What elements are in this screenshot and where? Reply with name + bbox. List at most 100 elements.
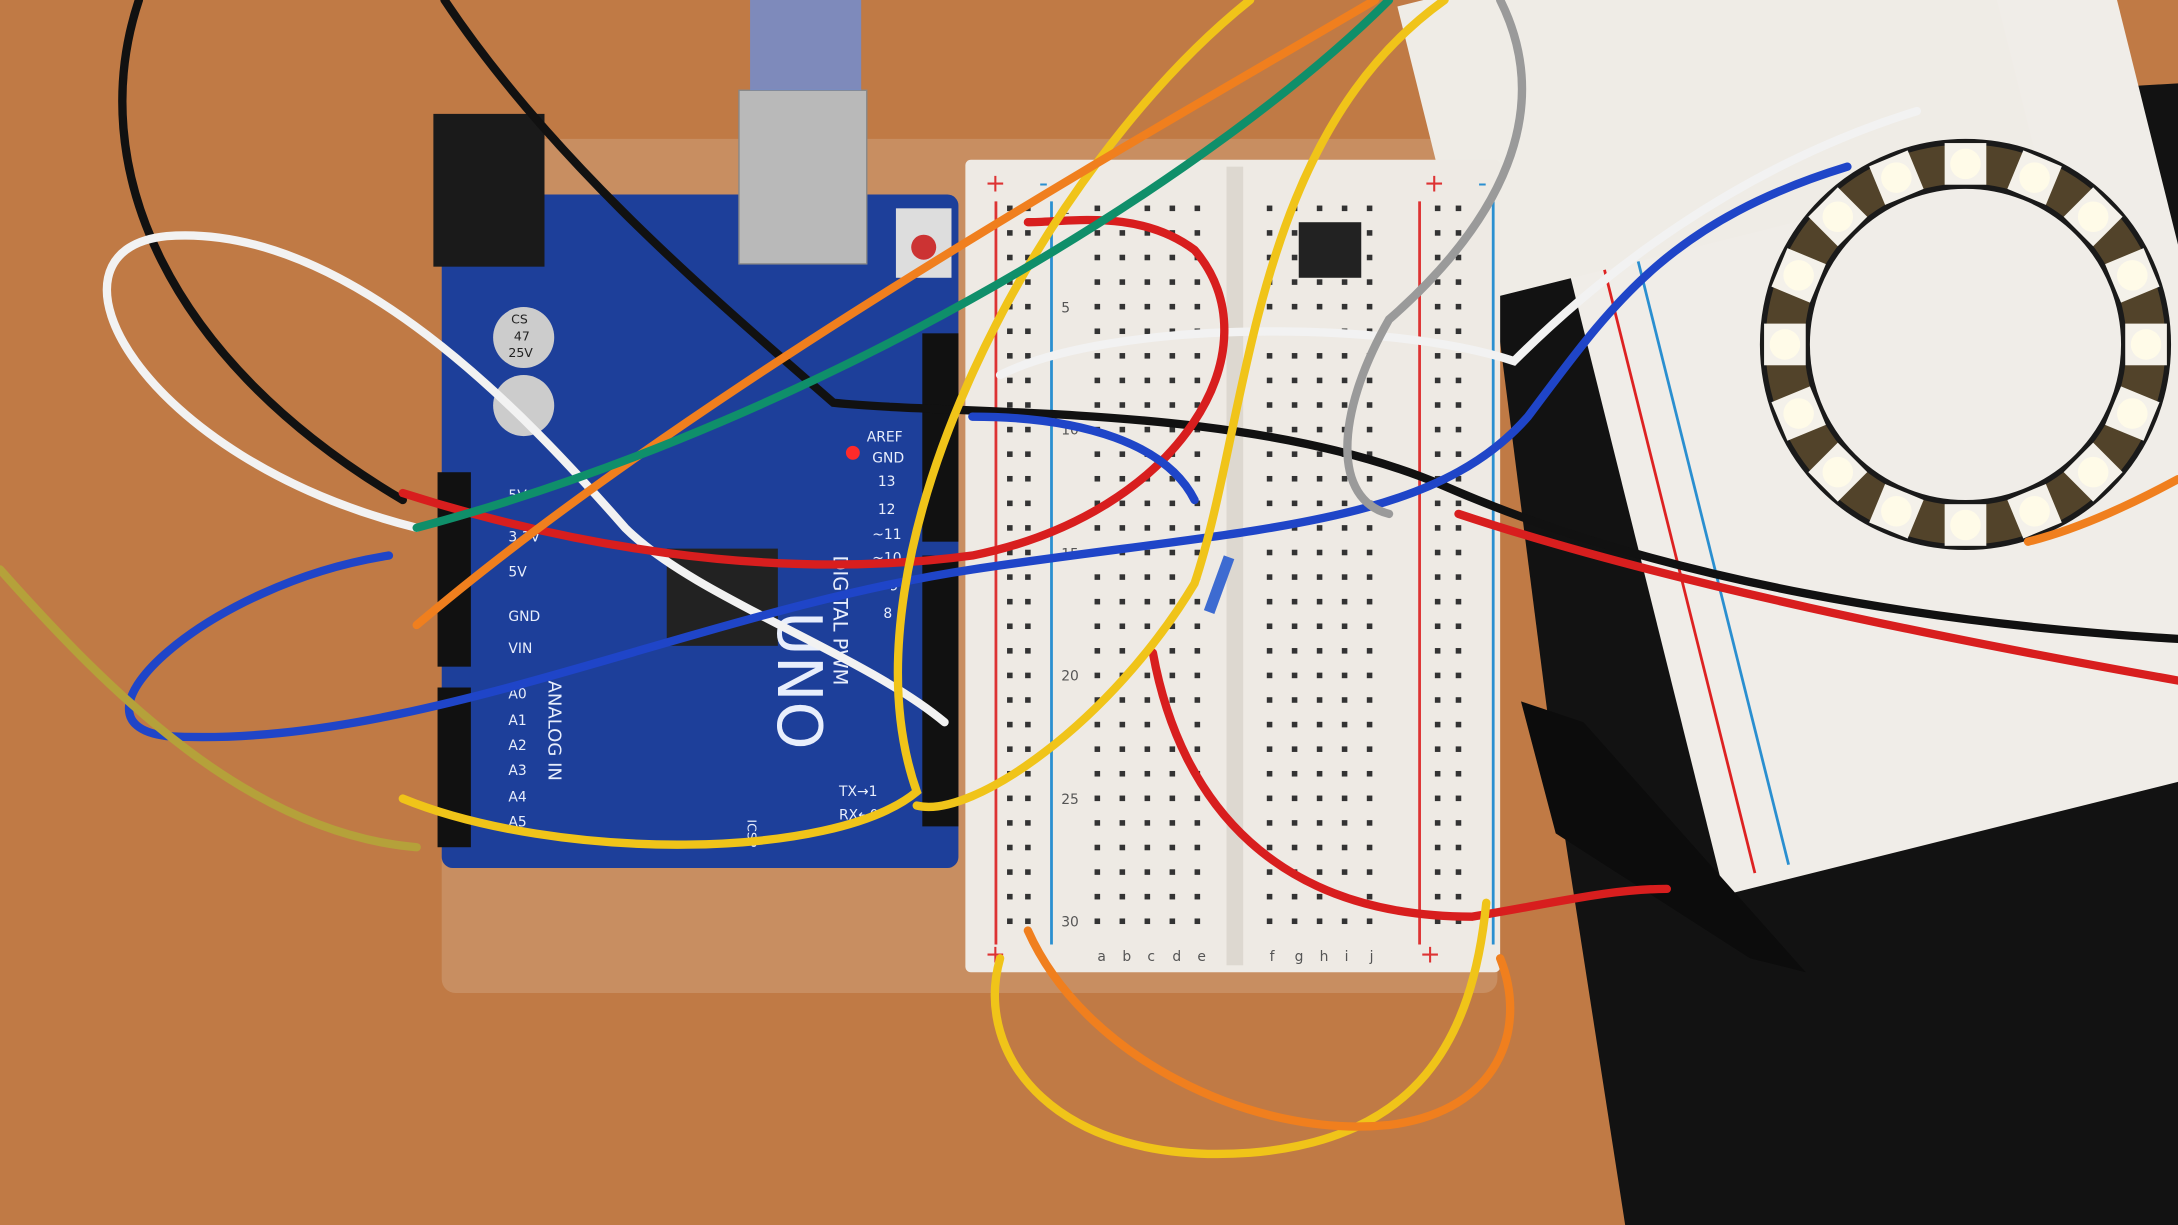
breadboard-hole xyxy=(1169,746,1176,752)
pin-label: GND xyxy=(872,451,904,467)
breadboard-hole xyxy=(1455,205,1462,212)
digital-header-top xyxy=(922,333,959,542)
jumper-wires xyxy=(0,0,2178,1159)
breadboard-hole xyxy=(1094,820,1101,826)
breadboard-hole xyxy=(1094,230,1101,236)
breadboard-hole xyxy=(1291,697,1298,703)
breadboard-hole xyxy=(1144,328,1151,335)
breadboard-hole xyxy=(1266,672,1273,679)
breadboard-hole xyxy=(1007,574,1013,580)
breadboard-hole xyxy=(1455,549,1462,556)
pin-label: GND xyxy=(508,609,540,625)
led-glow xyxy=(1822,201,1854,233)
breadboard-hole xyxy=(1341,353,1348,359)
breadboard-hole xyxy=(1119,721,1126,728)
breadboard-hole xyxy=(1341,500,1348,507)
breadboard-hole xyxy=(1194,697,1201,703)
breadboard-hole xyxy=(1094,623,1101,630)
breadboard-hole xyxy=(1341,574,1348,580)
breadboard-hole xyxy=(1007,795,1013,802)
breadboard-hole xyxy=(1119,844,1126,851)
breadboard-hole xyxy=(1094,377,1101,384)
breadboard-hole xyxy=(1194,451,1201,457)
breadboard-hole xyxy=(1094,795,1101,802)
breadboard-hole xyxy=(1366,893,1373,900)
breadboard-hole xyxy=(1266,869,1273,875)
breadboard-hole xyxy=(1316,770,1323,777)
breadboard-hole xyxy=(1266,844,1273,851)
breadboard-hole xyxy=(1094,672,1101,679)
breadboard-hole xyxy=(1434,279,1441,285)
breadboard-hole xyxy=(1455,475,1462,482)
capacitor-label: 47 xyxy=(514,328,530,343)
breadboard-hole xyxy=(1094,303,1101,310)
breadboard-hole xyxy=(1119,254,1126,261)
breadboard-hole xyxy=(1169,770,1176,777)
breadboard-hole xyxy=(1144,672,1151,679)
breadboard-hole xyxy=(1025,598,1031,605)
breadboard-hole xyxy=(1455,279,1462,285)
pin-label: A2 xyxy=(508,738,526,754)
power-led xyxy=(845,445,860,460)
pin-label: AREF xyxy=(867,430,903,446)
breadboard-hole xyxy=(1366,598,1373,605)
breadboard-hole xyxy=(1316,500,1323,507)
digital-header-bottom xyxy=(922,555,959,827)
breadboard-hole xyxy=(1316,869,1323,875)
column-letter: e xyxy=(1197,949,1206,965)
breadboard-hole xyxy=(1366,279,1373,285)
breadboard-hole xyxy=(1316,402,1323,408)
breadboard-hole xyxy=(1434,574,1441,580)
breadboard-hole xyxy=(1007,377,1013,384)
breadboard-hole xyxy=(1434,648,1441,654)
breadboard-hole xyxy=(1341,205,1348,212)
breadboard-hole xyxy=(1366,672,1373,679)
usb-cable xyxy=(750,0,862,91)
breadboard-hole xyxy=(1341,697,1348,703)
breadboard-hole xyxy=(1194,893,1201,900)
breadboard-hole xyxy=(1291,746,1298,752)
led-glow xyxy=(2019,162,2050,193)
breadboard-hole xyxy=(1025,820,1031,826)
breadboard-hole xyxy=(1455,254,1462,261)
breadboard-hole xyxy=(1266,377,1273,384)
breadboard-hole xyxy=(1266,475,1273,482)
breadboard-hole xyxy=(1194,844,1201,851)
led-glow xyxy=(1881,495,1912,527)
breadboard-hole xyxy=(1169,574,1176,580)
breadboard-hole xyxy=(1119,402,1126,408)
breadboard-hole xyxy=(1007,451,1013,457)
breadboard-hole xyxy=(1119,918,1126,925)
breadboard-hole xyxy=(1094,205,1101,212)
breadboard-hole xyxy=(1455,869,1462,875)
pin-label: 13 xyxy=(878,474,896,490)
breadboard-hole xyxy=(1025,770,1031,777)
breadboard-hole xyxy=(1266,353,1273,359)
breadboard-hole xyxy=(1094,770,1101,777)
breadboard-hole xyxy=(1434,598,1441,605)
breadboard-hole xyxy=(1025,746,1031,752)
breadboard-hole xyxy=(1144,869,1151,875)
breadboard-hole xyxy=(1119,303,1126,310)
breadboard-hole xyxy=(1025,402,1031,408)
breadboard-hole xyxy=(1266,549,1273,556)
breadboard-hole xyxy=(1025,426,1031,433)
breadboard-hole xyxy=(1455,230,1462,236)
breadboard-hole xyxy=(1007,697,1013,703)
breadboard-hole xyxy=(1007,869,1013,875)
breadboard-hole xyxy=(1434,402,1441,408)
digital-label: DIGITAL PWM xyxy=(828,556,851,686)
breadboard-hole xyxy=(1194,500,1201,507)
breadboard-hole xyxy=(1316,525,1323,531)
breadboard-hole xyxy=(1266,205,1273,212)
led-glow xyxy=(2077,456,2109,488)
breadboard-hole xyxy=(1094,475,1101,482)
breadboard-hole xyxy=(1025,500,1031,507)
breadboard-hole xyxy=(1094,918,1101,925)
breadboard-hole xyxy=(1434,795,1441,802)
breadboard-hole xyxy=(1025,549,1031,556)
breadboard-hole xyxy=(1341,844,1348,851)
led-glow xyxy=(2117,398,2148,429)
breadboard-hole xyxy=(1291,254,1298,261)
breadboard-hole xyxy=(1291,721,1298,728)
